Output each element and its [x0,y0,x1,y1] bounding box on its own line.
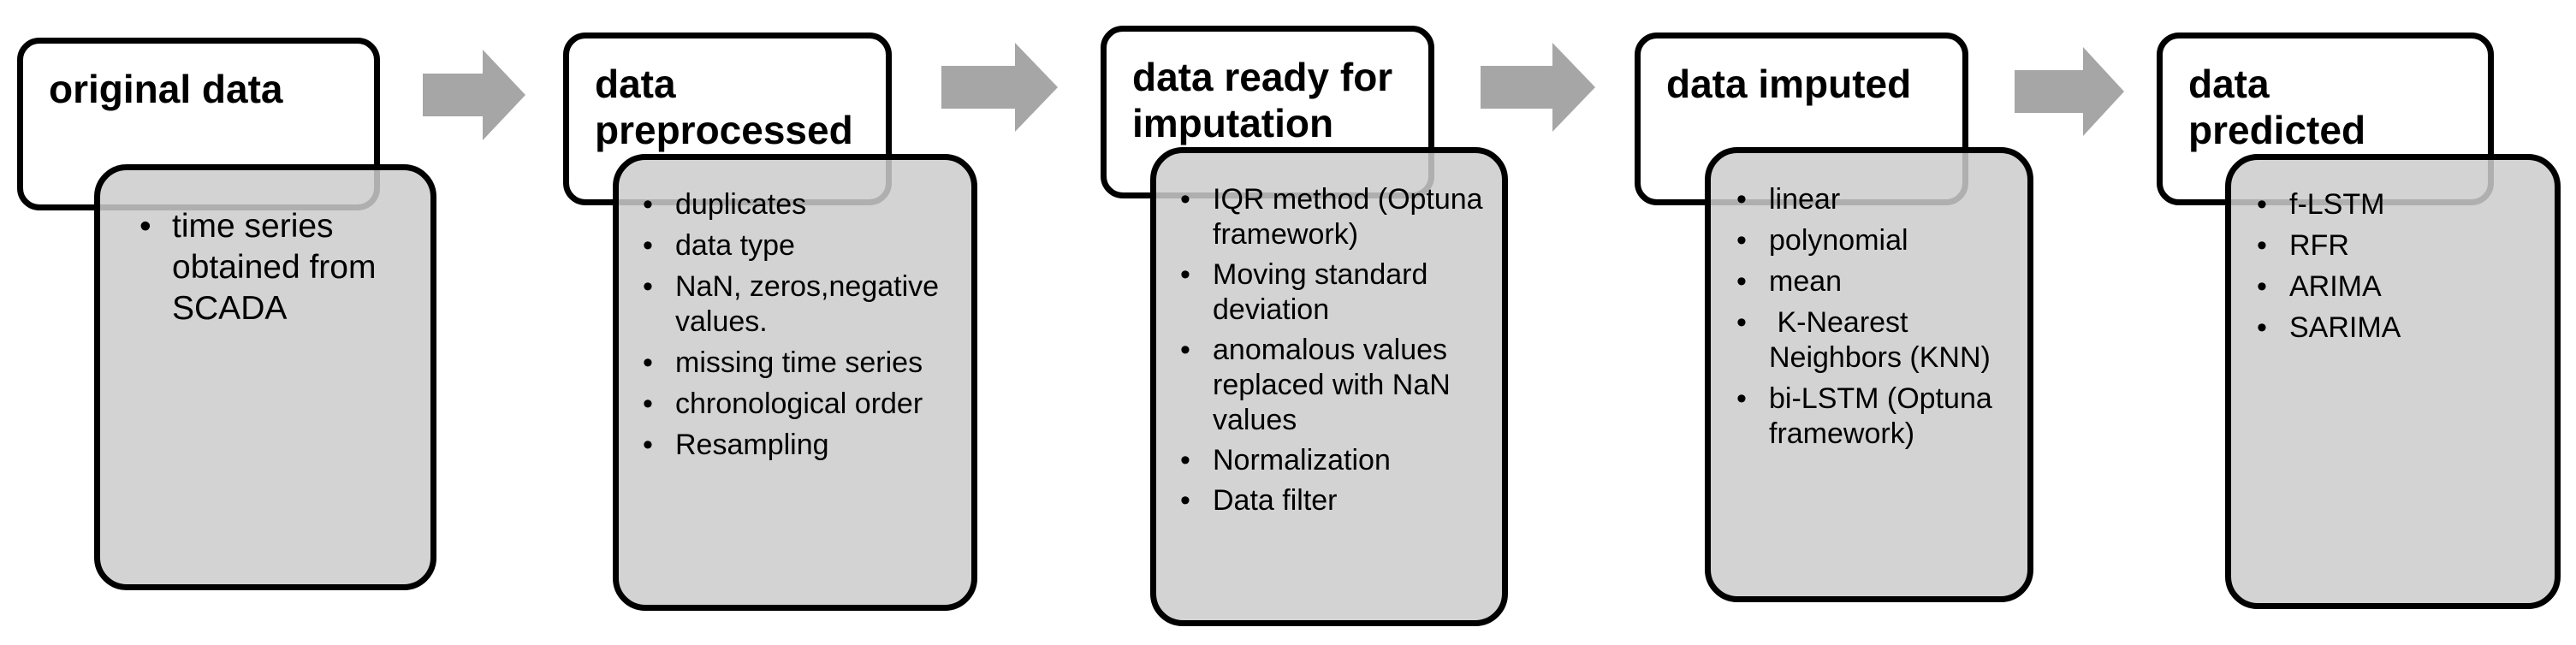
list-item: IQR method (Optuna framework) [1177,182,1492,252]
list-item: Data filter [1177,483,1492,518]
arrow-shape [941,43,1058,132]
item-list: IQR method (Optuna framework) Moving sta… [1177,182,1492,518]
stage-title: data imputed [1666,62,1912,106]
list-item: ARIMA [2253,269,2546,305]
stage-title: original data [49,67,283,111]
list-item: Moving standard deviation [1177,257,1492,328]
arrow-shape [423,50,525,140]
stage-details-data-imputed: linear polynomial mean K-Nearest Neighbo… [1705,147,2033,602]
stage-details-original-data: time series obtained from SCADA [94,164,436,590]
item-list: f-LSTM RFR ARIMA SARIMA [2253,187,2546,346]
list-item: linear [1733,182,2019,217]
stage-details-data-predicted: f-LSTM RFR ARIMA SARIMA [2225,154,2561,609]
arrow-2-to-3 [941,43,1058,132]
arrow-shape [2015,47,2124,136]
item-list: duplicates data type NaN, zeros,negative… [639,187,961,463]
item-list: time series obtained from SCADA [136,206,417,329]
item-list: linear polynomial mean K-Nearest Neighbo… [1733,182,2019,452]
list-item: time series obtained from SCADA [136,206,417,329]
list-item: K-Nearest Neighbors (KNN) [1733,305,2019,376]
stage-title: data preprocessed [595,62,853,152]
list-item: data type [639,228,961,263]
list-item: SARIMA [2253,311,2546,346]
arrow-shape [1481,43,1595,132]
list-item: mean [1733,264,2019,299]
list-item: f-LSTM [2253,187,2546,222]
stage-details-data-ready-for-imputation: IQR method (Optuna framework) Moving sta… [1150,147,1508,626]
list-item: Normalization [1177,443,1492,478]
stage-details-data-preprocessed: duplicates data type NaN, zeros,negative… [613,154,977,611]
list-item: bi-LSTM (Optuna framework) [1733,382,2019,452]
list-item: polynomial [1733,223,2019,258]
list-item: Resampling [639,428,961,463]
list-item: missing time series [639,346,961,381]
list-item: duplicates [639,187,961,222]
arrow-4-to-5 [2015,47,2124,136]
list-item: chronological order [639,387,961,422]
list-item: NaN, zeros,negative values. [639,269,961,340]
list-item: anomalous values replaced with NaN value… [1177,333,1492,438]
list-item: RFR [2253,228,2546,263]
arrow-1-to-2 [423,50,525,140]
stage-title: data ready for imputation [1132,55,1393,145]
arrow-3-to-4 [1481,43,1595,132]
stage-title: data predicted [2188,62,2366,152]
